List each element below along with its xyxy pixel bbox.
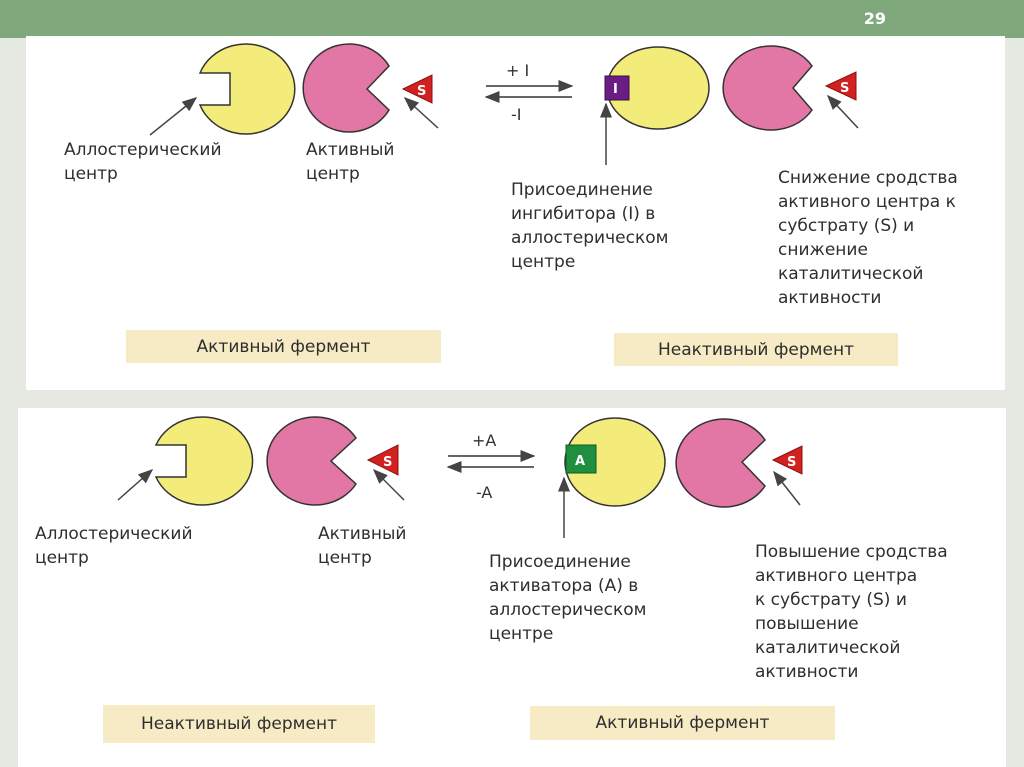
active-enzyme-box: Активный фермент [126,330,441,363]
allosteric-center-label: Аллостерический центр [64,140,222,184]
pointer-arrow [372,468,405,501]
inactive-enzyme-box: Неактивный фермент [103,705,375,743]
pointer-arrow [826,94,859,129]
inhibitor-binding-text: Присоединение ингибитора (I) в аллостери… [511,180,669,272]
pointer-arrow [149,97,198,136]
active-domain-shape [675,418,766,508]
activator-block [565,444,597,474]
pointer-arrow [117,469,154,501]
forward-label: + I [506,61,529,80]
reverse-label: -A [476,483,492,502]
allosteric-domain-shape [198,43,296,135]
active-domain-shape [722,45,813,131]
active-domain-shape [302,43,390,133]
substrate-label: S [840,81,849,96]
substrate-marker: S [401,74,433,104]
substrate-label: S [383,455,392,470]
allosteric-domain-shape [564,417,666,507]
inhibitor-label: I [613,82,618,97]
substrate-marker: S [366,444,399,476]
page-number: 29 [863,9,886,28]
substrate-label: S [787,455,796,470]
affinity-decrease-text: Снижение сродства активного центра к суб… [778,168,958,308]
header-bar [0,0,1024,38]
substrate-label: S [417,84,426,99]
activator-label: A [575,454,585,469]
active-domain-shape [266,416,357,506]
forward-label: +A [472,431,496,450]
allosteric-domain-shape [154,416,254,506]
reverse-label: -I [511,105,522,124]
inactive-enzyme-box: Неактивный фермент [614,333,898,366]
substrate-marker: S [824,71,857,101]
affinity-increase-text: Повышение сродства активного центра к су… [755,542,948,682]
inhibitor-block [604,75,630,101]
active-enzyme-box: Активный фермент [530,706,835,740]
inhibition-diagram: S + I -I I S [149,43,859,165]
substrate-marker: S [771,445,803,475]
active-center-label: Активный центр [318,524,407,568]
pointer-arrow [403,96,439,129]
allosteric-center-label: Аллостерический центр [35,524,193,568]
activator-binding-text: Присоединение активатора (А) в аллостери… [489,552,647,644]
active-center-label: Активный центр [306,140,395,184]
pointer-arrow [773,470,801,506]
